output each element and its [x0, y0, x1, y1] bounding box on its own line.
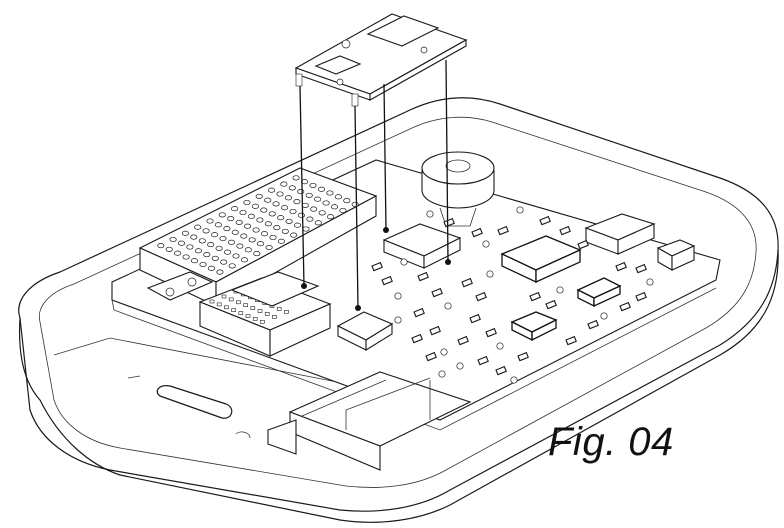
front-slot: [127, 375, 251, 439]
right-connector: [584, 213, 696, 271]
perforated-block: [138, 167, 378, 307]
battery-compartment: [267, 371, 472, 471]
large-ic: [500, 235, 582, 284]
small-square-chip: [336, 311, 394, 351]
mid-ic: [510, 277, 622, 342]
center-connector: [382, 223, 462, 269]
smd-components: [371, 206, 654, 384]
left-pin-headers: [146, 271, 332, 357]
buzzer: [421, 151, 495, 227]
figure-caption: Fig. 04: [548, 420, 674, 464]
assembly-guide-lines: [299, 59, 451, 311]
daughter-board: [294, 13, 468, 107]
